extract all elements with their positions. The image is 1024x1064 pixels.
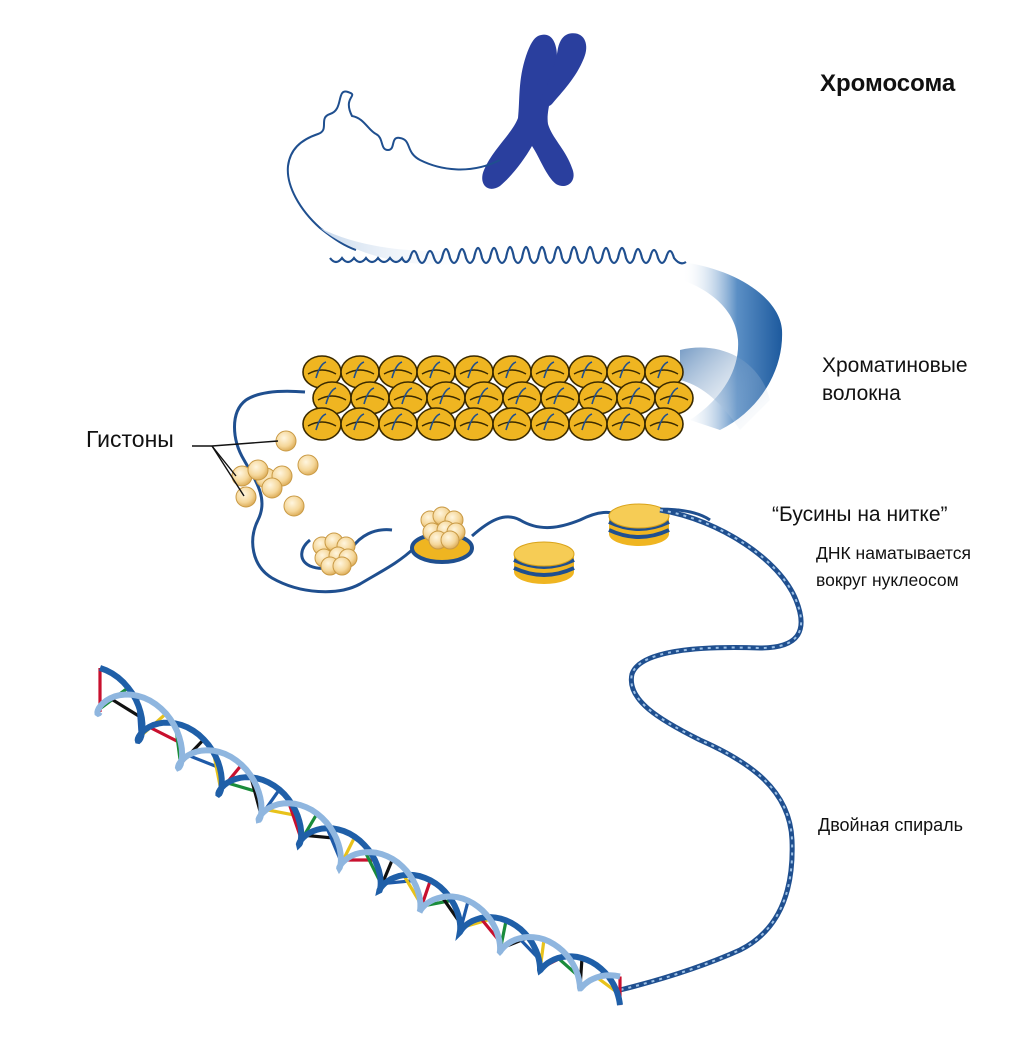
label-chromatin-fibers-line2: волокна: [822, 382, 901, 405]
histone-pointer-lines: [192, 440, 279, 497]
histone-icon: [283, 495, 305, 517]
nucleosome-icon: [530, 355, 570, 389]
label-chromatin-fibers-line1: Хроматиновые: [822, 354, 968, 377]
nucleosome-icon: [492, 407, 532, 441]
zoom-cone-lower: [680, 347, 770, 430]
nucleosome-icon: [540, 381, 580, 415]
base-pair: [148, 725, 182, 745]
nucleosome-icon: [644, 407, 684, 441]
histone-icon: [235, 486, 257, 508]
dna-strand-long: [619, 507, 804, 993]
nucleosome-icon: [513, 541, 575, 584]
label-double-helix: Двойная спираль: [818, 815, 964, 835]
histone-icon: [297, 454, 319, 476]
double-helix: [94, 665, 623, 1006]
coiled-fiber: [329, 245, 687, 265]
nucleosome-icon: [378, 407, 418, 441]
histone-icon: [247, 459, 269, 481]
chromatin-thread: [286, 90, 501, 251]
nucleosome-icon: [302, 407, 342, 441]
nucleosome-icon: [608, 503, 670, 546]
histone-octamer: [312, 532, 358, 576]
label-chromosome: Хромосома: [820, 70, 956, 97]
coiled-fiber-shading: [320, 228, 480, 265]
nucleosome-icon: [530, 407, 570, 441]
chromosome-icon: [482, 33, 587, 189]
chromatin-fiber: [302, 355, 694, 441]
base-pair: [109, 696, 143, 720]
beads-on-string: [312, 503, 670, 584]
nucleosome-icon: [416, 355, 456, 389]
histone-icon: [275, 430, 297, 452]
label-dna-wraps-line1: ДНК наматывается: [816, 543, 971, 563]
dna-strand-long-inner: [619, 509, 803, 991]
label-dna-wraps: ДНК наматывается вокруг нуклеосом: [816, 540, 1016, 594]
histone-octamer: [420, 506, 466, 550]
backbone-strand: [94, 691, 621, 992]
nucleosome-icon: [416, 407, 456, 441]
label-histones: Гистоны: [86, 426, 174, 452]
nucleosome-icon: [454, 407, 494, 441]
nucleosome-icon: [464, 381, 504, 415]
label-beads-on-string: “Бусины на нитке”: [772, 503, 948, 526]
nucleosome-icon: [340, 407, 380, 441]
label-dna-wraps-line2: вокруг нуклеосом: [816, 570, 959, 590]
nucleosome-icon: [606, 355, 646, 389]
label-chromatin-fibers: Хроматиновые волокна: [822, 352, 1012, 408]
backbone-strand: [98, 665, 623, 1006]
nucleosome-icon: [606, 407, 646, 441]
nucleosome-icon: [654, 381, 694, 415]
nucleosome-icon: [568, 407, 608, 441]
histone-icon: [261, 477, 283, 499]
